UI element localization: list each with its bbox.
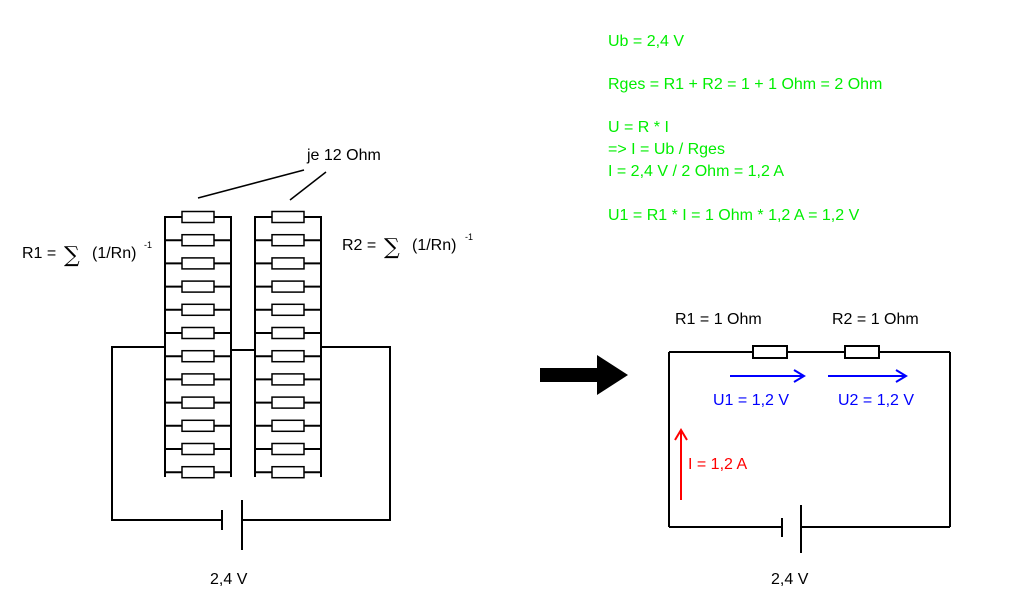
left-battery-label: 2,4 V	[210, 571, 248, 588]
group2-resistor-7	[271, 349, 305, 363]
r2-formula: R2 = ∑ (1/Rn) -1	[342, 232, 473, 260]
resistor-r2	[844, 345, 880, 359]
group-resistance-label: je 12 Ohm	[306, 147, 381, 164]
group1-resistor-12	[181, 465, 215, 479]
formula-line-3: U = R * I	[608, 119, 669, 136]
formula-line-1: Ub = 2,4 V	[608, 33, 684, 50]
r1-exponent: -1	[144, 240, 152, 250]
r2-sum-term: (1/Rn)	[412, 237, 456, 254]
formula-line-4: => I = Ub / Rges	[608, 141, 725, 158]
r1-sum-symbol: ∑	[64, 243, 80, 268]
resistor-group-r2	[255, 210, 321, 479]
arrow-right-icon	[540, 355, 628, 395]
u2-label: U2 = 1,2 V	[838, 392, 914, 409]
right-circuit	[668, 345, 951, 553]
r2-prefix: R2 =	[342, 237, 376, 254]
group2-resistor-4	[271, 280, 305, 293]
label-pointer-2	[289, 171, 327, 201]
formula-block: Ub = 2,4 V Rges = R1 + R2 = 1 + 1 Ohm = …	[608, 33, 882, 224]
formula-line-6: U1 = R1 * I = 1 Ohm * 1,2 A = 1,2 V	[608, 207, 860, 224]
group1-resistor-11	[181, 442, 215, 456]
resistor-r1	[752, 345, 788, 359]
group2-resistor-10	[271, 419, 305, 433]
u2-arrow-head-icon	[895, 369, 908, 383]
current-arrow-head-icon	[674, 428, 688, 441]
label-pointer-1	[197, 169, 305, 199]
group2-resistor-5	[271, 303, 305, 317]
group2-resistor-1	[271, 210, 305, 224]
left-circuit	[111, 169, 391, 550]
voltage-arrows	[730, 369, 908, 383]
current-arrow	[674, 428, 688, 500]
right-battery-label: 2,4 V	[771, 571, 809, 588]
group1-resistor-9	[181, 396, 215, 409]
r1-value-label: R1 = 1 Ohm	[675, 311, 762, 328]
formula-line-5: I = 2,4 V / 2 Ohm = 1,2 A	[608, 163, 784, 180]
u1-label: U1 = 1,2 V	[713, 392, 789, 409]
group2-resistor-9	[271, 396, 305, 409]
group1-resistor-1	[181, 210, 215, 224]
group2-resistor-6	[271, 326, 305, 340]
r2-sum-symbol: ∑	[384, 235, 400, 260]
current-label: I = 1,2 A	[688, 456, 747, 473]
group1-resistor-5	[181, 303, 215, 317]
group2-resistor-8	[271, 373, 305, 386]
group1-resistor-10	[181, 419, 215, 433]
r1-formula: R1 = ∑ (1/Rn) -1	[22, 240, 152, 268]
group1-resistor-3	[181, 257, 215, 270]
r1-sum-term: (1/Rn)	[92, 245, 136, 262]
group2-resistor-3	[271, 257, 305, 270]
group1-resistor-4	[181, 280, 215, 293]
u1-arrow-head-icon	[793, 369, 806, 383]
r1-prefix: R1 =	[22, 245, 56, 262]
formula-line-2: Rges = R1 + R2 = 1 + 1 Ohm = 2 Ohm	[608, 76, 882, 93]
r2-exponent: -1	[465, 232, 473, 242]
group1-resistor-2	[181, 233, 215, 247]
resistor-group-r1	[165, 210, 231, 479]
group2-resistor-2	[271, 233, 305, 247]
r2-value-label: R2 = 1 Ohm	[832, 311, 919, 328]
group1-resistor-6	[181, 326, 215, 340]
group2-resistor-11	[271, 442, 305, 456]
right-outer-wire	[242, 346, 391, 521]
group1-resistor-7	[181, 349, 215, 363]
group1-resistor-8	[181, 373, 215, 386]
left-outer-wire	[111, 346, 222, 521]
group2-resistor-12	[271, 465, 305, 479]
